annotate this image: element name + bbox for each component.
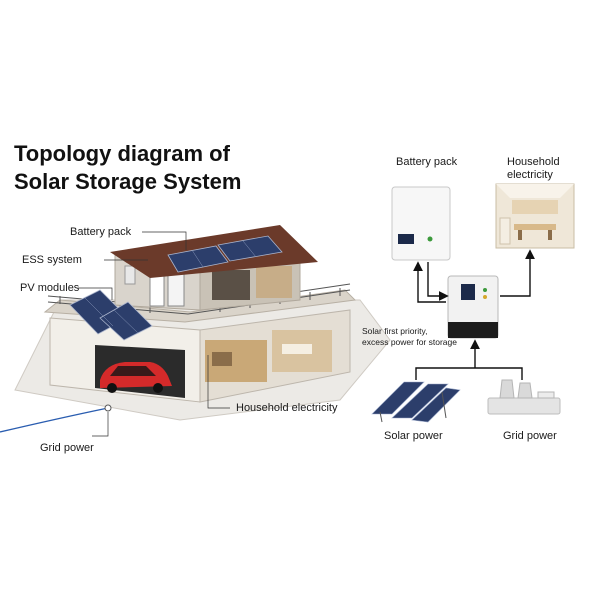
flow-household-line-1: Household	[507, 156, 560, 168]
battery-display	[398, 234, 414, 244]
flow-priority-line-1: Solar first priority,	[362, 326, 428, 336]
upper-room	[256, 266, 292, 298]
label-ess-system: ESS system	[22, 254, 82, 266]
grid-power-plant	[487, 379, 561, 415]
arrow-inverter-to-battery	[413, 261, 446, 303]
battery-pack-device	[391, 186, 451, 261]
title-line-2: Solar Storage System	[14, 169, 242, 194]
title-line-1: Topology diagram of	[14, 141, 230, 166]
inverter-device	[447, 275, 499, 339]
label-grid-power: Grid power	[40, 442, 94, 454]
arrow-inverter-to-household	[500, 249, 535, 297]
label-pv-modules: PV modules	[20, 282, 80, 294]
roof-solar-panels	[167, 235, 283, 273]
grid-connection-point	[104, 404, 112, 412]
household-room-image	[495, 183, 575, 249]
house-callout-lines	[78, 231, 230, 437]
grid-wire	[0, 407, 109, 433]
leader-household-electricity	[207, 355, 230, 409]
balcony-pv-modules	[69, 289, 153, 341]
diagram-title: Topology diagram of Solar Storage System	[14, 140, 241, 196]
arrow-battery-to-inverter	[427, 262, 449, 301]
flow-label-solar-power: Solar power	[384, 430, 443, 442]
flow-label-battery-pack: Battery pack	[396, 156, 458, 168]
flow-label-priority: Solar first priority, excess power for s…	[362, 326, 457, 348]
leader-grid-power	[92, 412, 109, 437]
flow-priority-line-2: excess power for storage	[362, 337, 457, 347]
leader-battery-pack	[142, 231, 187, 250]
arrow-source-connector	[415, 367, 523, 380]
label-battery-pack: Battery pack	[70, 226, 132, 238]
ess-inverter	[124, 265, 136, 285]
leader-pv-modules	[78, 287, 113, 300]
flow-arrows	[413, 249, 535, 380]
inverter-display	[461, 284, 475, 300]
flow-label-household-electricity: Household electricity	[507, 156, 560, 182]
house-illustration	[0, 225, 391, 433]
flow-household-line-2: electricity	[507, 169, 553, 181]
flow-label-grid-power: Grid power	[503, 430, 557, 442]
label-household-electricity: Household electricity	[236, 402, 338, 414]
upper-window	[212, 270, 250, 300]
car	[100, 362, 172, 393]
solar-panel-array	[371, 381, 461, 423]
